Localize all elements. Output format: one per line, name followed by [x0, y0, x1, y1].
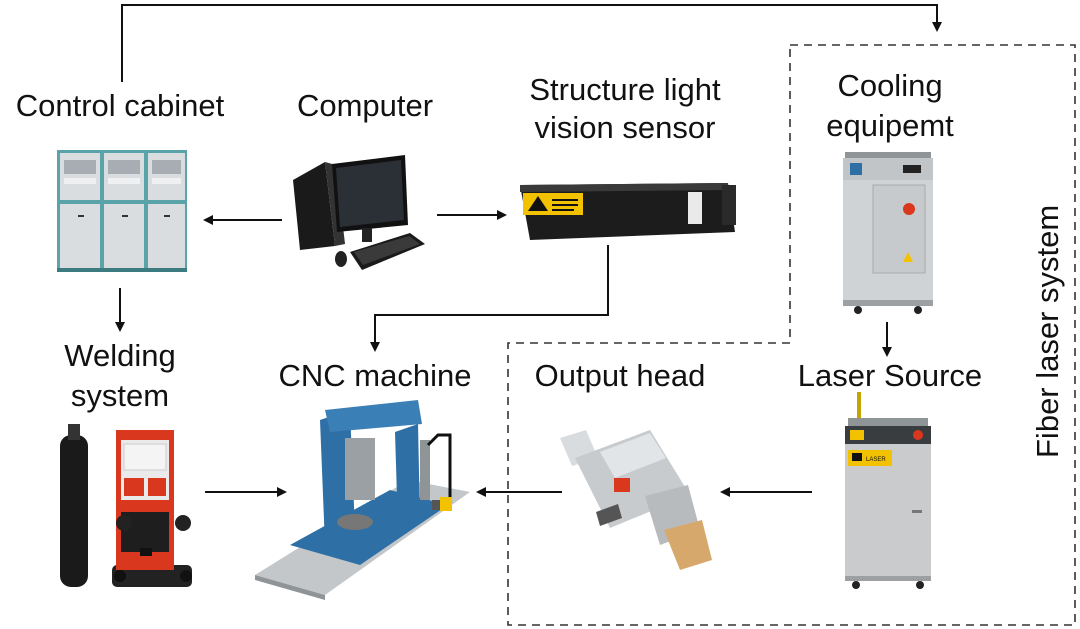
sensor-to-cnc-arrow [370, 245, 609, 352]
cooling-label-line2: equipemt [826, 108, 954, 143]
control-cabinet-label: Control cabinet [15, 88, 225, 123]
output-head-label: Output head [534, 358, 706, 393]
desktop-computer-icon [293, 155, 425, 270]
laser-sensor-icon [520, 183, 736, 240]
sensor-label-line2: vision sensor [534, 110, 716, 145]
gantry-cnc-icon [255, 400, 470, 600]
laser-cabinet-icon: LASER [845, 392, 931, 589]
cabinet-to-cooling-line [121, 4, 942, 82]
cnc-machine-label: CNC machine [278, 358, 472, 393]
laser-head-icon [560, 430, 712, 570]
welding-machine-icon [60, 424, 192, 587]
server-cabinet-icon [57, 150, 187, 272]
laser-source-label: Laser Source [797, 358, 983, 393]
welding-label-line1: Welding [64, 338, 176, 373]
fiber-laser-system-label: Fiber laser system [1030, 204, 1065, 458]
fiber-laser-system-border [507, 44, 1076, 626]
chiller-unit-icon [843, 152, 933, 314]
sensor-label-line1: Structure light [529, 72, 721, 107]
cooling-label-line1: Cooling [837, 68, 943, 103]
welding-label-line2: system [70, 378, 170, 413]
computer-label: Computer [296, 88, 434, 123]
laser-warning-text: LASER [866, 457, 886, 463]
